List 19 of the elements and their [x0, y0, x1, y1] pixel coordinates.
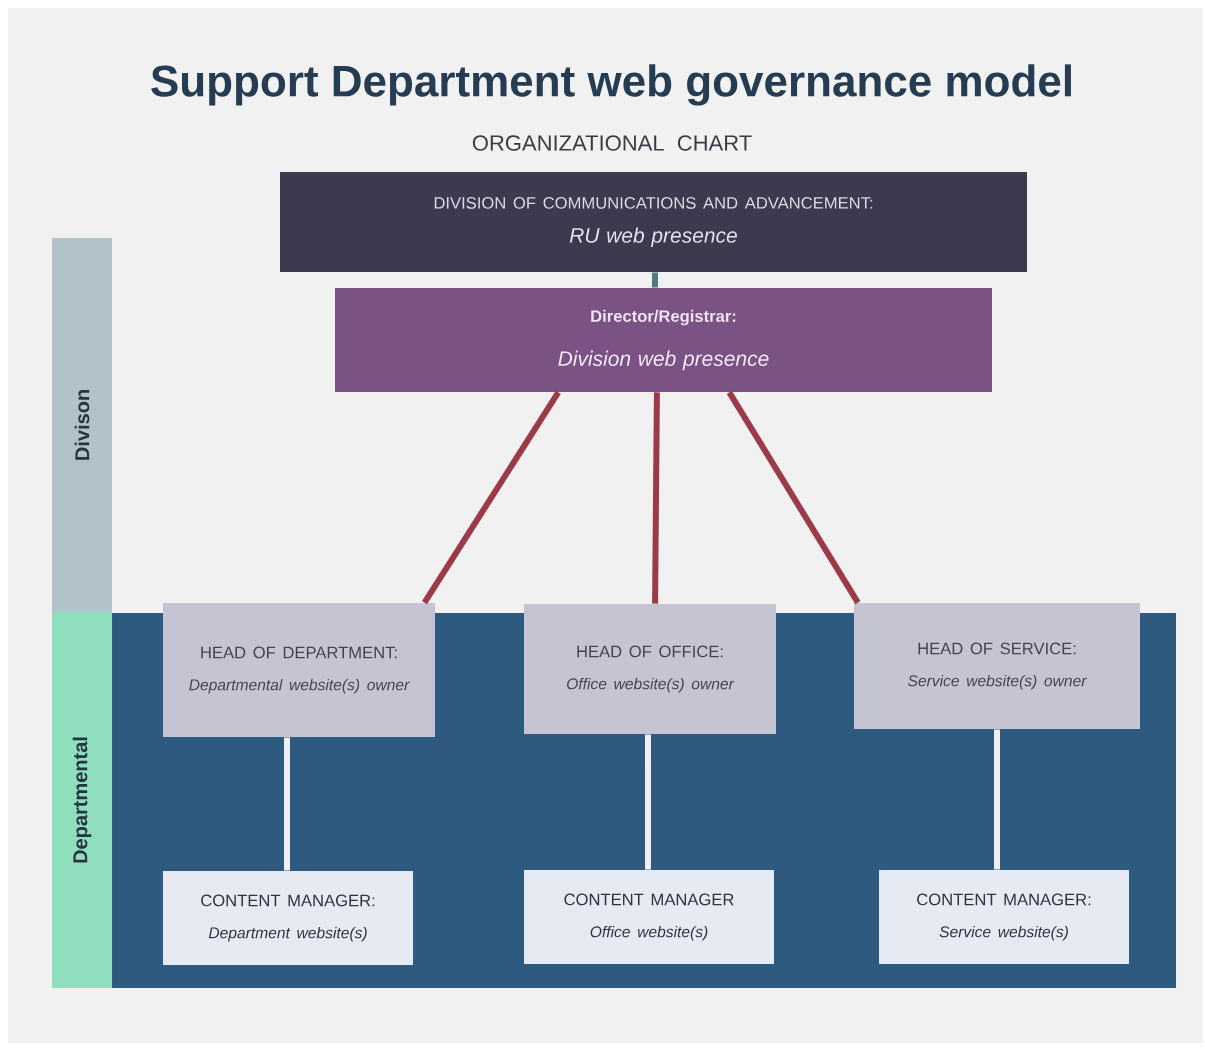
connector-line [726, 390, 861, 605]
connector-line [652, 392, 660, 604]
connector-line [645, 734, 651, 870]
title: Support Department web governance model [151, 64, 1071, 106]
role-box: CONTENT MANAGER: Department website(s) [163, 871, 413, 965]
role-box: HEAD OF OFFICE: Office website(s) owner [524, 604, 776, 734]
role-box: HEAD OF DEPARTMENT: Departmental website(s) owner [163, 603, 435, 737]
role-box: Director/Registrar: Division web presence [335, 288, 992, 392]
connector-line [651, 272, 658, 288]
subtitle: ORGANIZATIONAL CHART [472, 135, 752, 151]
side-band: Departmental [52, 612, 112, 988]
side-band: Divison [52, 238, 112, 612]
connector-line [994, 729, 1000, 870]
division-box: DIVISION OF COMMUNICATIONS AND ADVANCEMENT: RU web presence [280, 172, 1027, 272]
connector-line [421, 390, 561, 605]
connector-line [284, 737, 290, 871]
role-box: CONTENT MANAGER: Service website(s) [879, 870, 1129, 964]
role-box: HEAD OF SERVICE: Service website(s) owner [854, 603, 1140, 729]
role-box: CONTENT MANAGER Office website(s) [524, 870, 774, 964]
